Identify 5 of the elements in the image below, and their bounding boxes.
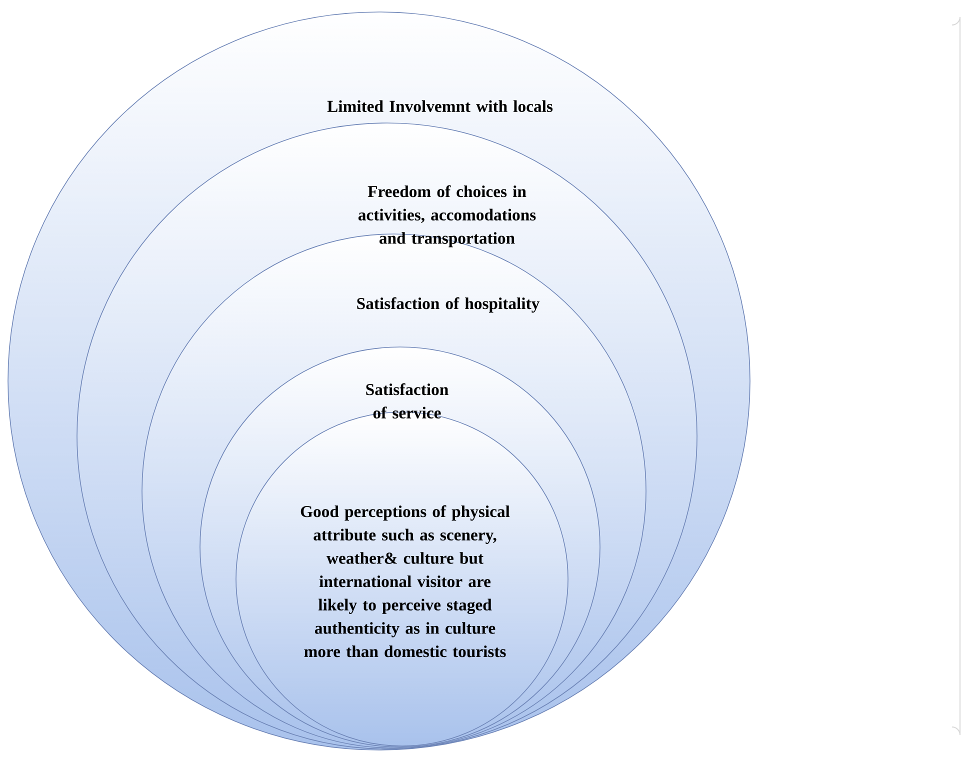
layer-label: Freedom of choices in activities, accomodations and transportation <box>358 185 536 248</box>
layer-label: Limited Involvemnt with locals <box>327 100 553 112</box>
layer-label: Satisfaction of hospitality <box>357 297 540 313</box>
layer-label: Satisfaction of service <box>366 383 448 418</box>
layer-label: Good perceptions of physical attribute such as scenery, weather& culture but international visitor are likely to perceive staged authenticity as in culture more than domestic tourists <box>300 505 510 658</box>
